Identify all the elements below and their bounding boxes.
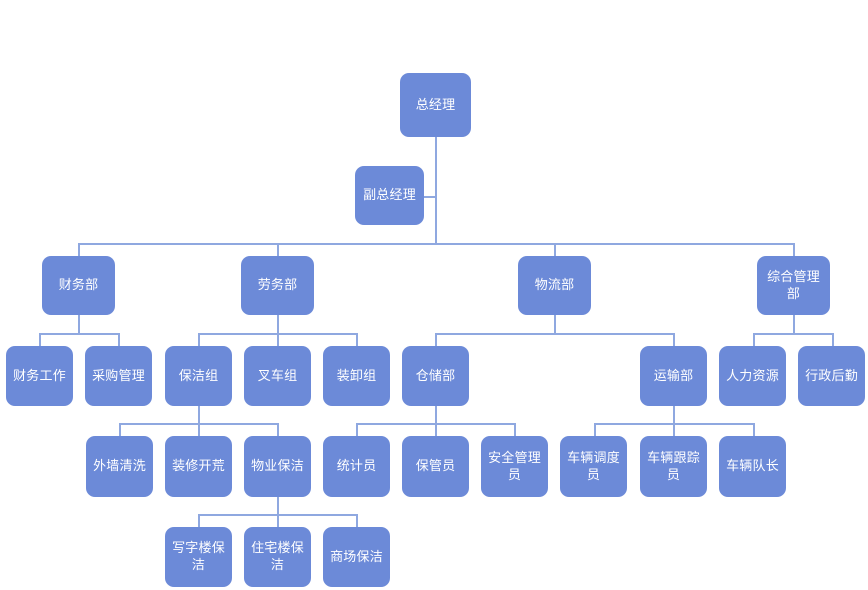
node-property-cleaning[interactable]: 物业保洁 — [244, 436, 311, 497]
node-custodian[interactable]: 保管员 — [402, 436, 469, 497]
node-label: 车辆跟踪员 — [647, 450, 700, 483]
connector-drop-logistics — [554, 243, 556, 256]
node-transport-dept[interactable]: 运输部 — [640, 346, 707, 406]
node-deputy-general-manager[interactable]: 副总经理 — [355, 166, 424, 225]
connector-gm-spine — [435, 137, 437, 244]
connector-finance-stem — [78, 315, 80, 334]
connector-warehouse-child-1 — [356, 423, 358, 436]
connector-admin-stem — [793, 315, 795, 334]
node-label: 车辆调度员 — [567, 450, 620, 483]
node-label: 人力资源 — [726, 368, 779, 384]
node-label: 统计员 — [336, 459, 377, 474]
node-warehouse-dept[interactable]: 仓储部 — [402, 346, 469, 406]
node-label: 保管员 — [415, 459, 456, 474]
node-purchase-mgmt[interactable]: 采购管理 — [85, 346, 152, 406]
node-office-building-cleaning[interactable]: 写字楼保洁 — [165, 527, 232, 587]
node-label: 物流部 — [534, 278, 575, 293]
node-label: 财务部 — [58, 278, 99, 293]
node-label: 商场保洁 — [330, 549, 383, 565]
node-cleaning-group[interactable]: 保洁组 — [165, 346, 232, 406]
connector-admin-bar — [753, 333, 833, 335]
connector-labor-child-1 — [198, 333, 200, 346]
node-label: 物业保洁 — [251, 459, 304, 474]
node-general-manager[interactable]: 总经理 — [400, 73, 471, 137]
connector-warehouse-child-3 — [514, 423, 516, 436]
node-residential-building-cleaning[interactable]: 住宅楼保洁 — [244, 527, 311, 587]
connector-cleaning-child-1 — [119, 423, 121, 436]
node-general-admin-dept[interactable]: 综合管理部 — [757, 256, 830, 315]
connector-logistics-child-1 — [435, 333, 437, 346]
node-label: 总经理 — [415, 97, 456, 113]
connector-labor-child-3 — [356, 333, 358, 346]
node-vehicle-dispatcher[interactable]: 车辆调度员 — [560, 436, 627, 497]
connector-drop-labor — [277, 243, 279, 256]
node-exterior-wall-cleaning[interactable]: 外墙清洗 — [86, 436, 153, 497]
connector-transport-child-3 — [753, 423, 755, 436]
node-label: 车辆队长 — [726, 459, 779, 474]
connector-finance-child-1 — [39, 333, 41, 346]
connector-warehouse-child-2 — [435, 423, 437, 436]
connector-transport-child-1 — [594, 423, 596, 436]
node-human-resources[interactable]: 人力资源 — [719, 346, 786, 406]
node-label: 写字楼保洁 — [172, 541, 225, 573]
node-label: 财务工作 — [13, 368, 66, 384]
connector-finance-bar — [39, 333, 119, 335]
connector-logistics-stem — [554, 315, 556, 334]
connector-warehouse-stem — [435, 406, 437, 424]
connector-admin-child-2 — [832, 333, 834, 346]
connector-property-stem — [277, 497, 279, 515]
node-label: 住宅楼保洁 — [251, 541, 304, 573]
node-safety-manager[interactable]: 安全管理员 — [481, 436, 548, 497]
node-finance-dept[interactable]: 财务部 — [42, 256, 115, 315]
node-label: 行政后勤 — [805, 368, 858, 384]
connector-cleaning-stem — [198, 406, 200, 424]
connector-gm-deputy — [424, 196, 437, 198]
connector-labor-child-2 — [277, 333, 279, 346]
node-label: 采购管理 — [92, 368, 145, 384]
node-label: 外墙清洗 — [93, 459, 146, 474]
node-label: 安全管理员 — [488, 450, 541, 483]
connector-labor-stem — [277, 315, 279, 334]
node-labor-dept[interactable]: 劳务部 — [241, 256, 314, 315]
node-loading-group[interactable]: 装卸组 — [323, 346, 390, 406]
node-logistics-dept[interactable]: 物流部 — [518, 256, 591, 315]
node-forklift-group[interactable]: 叉车组 — [244, 346, 311, 406]
connector-drop-admin — [793, 243, 795, 256]
node-label: 装卸组 — [336, 368, 377, 384]
connector-transport-child-2 — [673, 423, 675, 436]
connector-property-child-3 — [356, 514, 358, 527]
node-label: 综合管理部 — [767, 269, 820, 302]
connector-transport-stem — [673, 406, 675, 424]
node-label: 副总经理 — [363, 188, 416, 203]
connector-property-child-2 — [277, 514, 279, 527]
connector-cleaning-child-2 — [198, 423, 200, 436]
node-mall-cleaning[interactable]: 商场保洁 — [323, 527, 390, 587]
node-label: 劳务部 — [257, 278, 298, 293]
connector-admin-child-1 — [753, 333, 755, 346]
node-admin-logistics[interactable]: 行政后勤 — [798, 346, 865, 406]
node-vehicle-tracker[interactable]: 车辆跟踪员 — [640, 436, 707, 497]
connector-property-child-1 — [198, 514, 200, 527]
node-fleet-captain[interactable]: 车辆队长 — [719, 436, 786, 497]
connector-level2-trunk — [78, 243, 795, 245]
node-decoration-rough-clean[interactable]: 装修开荒 — [165, 436, 232, 497]
node-label: 装修开荒 — [172, 459, 225, 474]
node-statistician[interactable]: 统计员 — [323, 436, 390, 497]
node-label: 保洁组 — [178, 368, 219, 384]
connector-finance-child-2 — [118, 333, 120, 346]
connector-cleaning-child-3 — [277, 423, 279, 436]
connector-logistics-child-2 — [673, 333, 675, 346]
node-label: 叉车组 — [257, 368, 298, 384]
node-label: 运输部 — [653, 368, 694, 384]
node-label: 仓储部 — [415, 368, 456, 384]
connector-logistics-bar — [435, 333, 674, 335]
node-finance-work[interactable]: 财务工作 — [6, 346, 73, 406]
connector-drop-finance — [78, 243, 80, 256]
